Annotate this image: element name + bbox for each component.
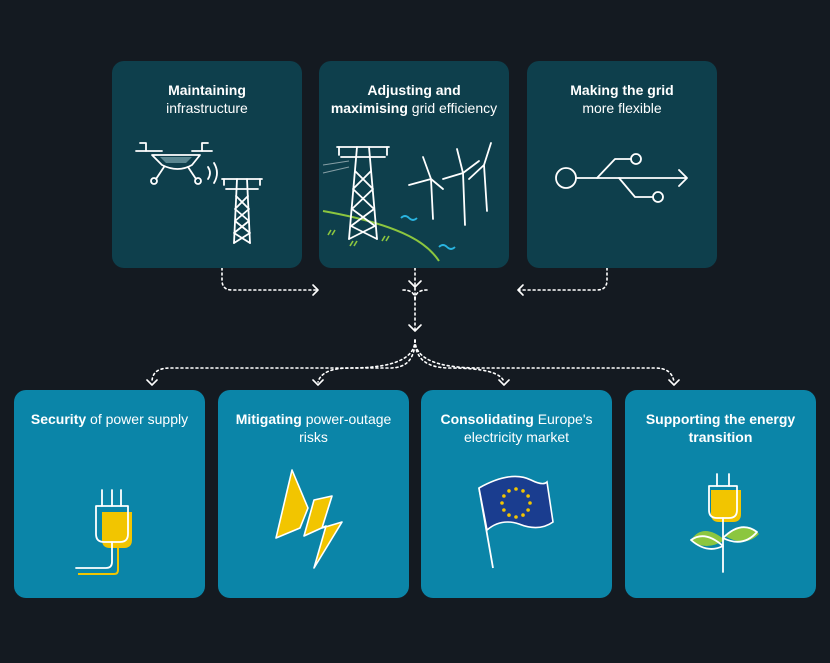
card-maintaining-infrastructure: Maintaining infrastructure — [112, 61, 302, 268]
eu-star — [502, 508, 506, 512]
card-title-rest: Europe's electricity market — [463, 411, 593, 445]
eu-star — [502, 494, 506, 498]
card-making-grid-flexible: Making the grid more flexible — [527, 61, 717, 268]
eu-flag-icon — [478, 475, 554, 569]
card-title-bold: Security — [30, 411, 87, 427]
eu-star — [521, 513, 525, 517]
eu-star — [528, 501, 532, 505]
card-title-bold: Maintaining — [168, 82, 246, 98]
lightning-bolt-icon — [275, 469, 343, 569]
eu-star — [507, 489, 511, 493]
card-title-rest: power-outage risks — [299, 411, 392, 445]
card-title-bold: Making the grid — [570, 82, 674, 98]
card-title-bold: Adjusting and maximising — [330, 82, 461, 116]
card-security-power-supply: Security of power supply — [14, 390, 205, 598]
drone-pylon-icon — [135, 142, 263, 244]
card-supporting-energy-transition: Supporting the energy transition — [625, 390, 816, 598]
card-title-rest: more flexible — [582, 100, 662, 116]
eu-star — [526, 508, 530, 512]
eu-star — [500, 501, 504, 505]
card-title-bold: Mitigating — [235, 411, 302, 427]
card-mitigating-outage-risks: Mitigating power-outage risks — [218, 390, 409, 598]
eu-star — [521, 489, 525, 493]
eu-star — [514, 487, 518, 491]
pylon-wind-turbines-icon — [322, 142, 492, 262]
card-adjusting-grid-efficiency: Adjusting and maximising grid efficiency — [319, 61, 509, 268]
card-consolidating-market: Consolidating Europe's electricity marke… — [421, 390, 612, 598]
plug-plant-icon — [690, 473, 759, 573]
card-title-bold: Supporting the energy transition — [645, 411, 796, 445]
card-title-bold: Consolidating — [440, 411, 534, 427]
eu-star — [526, 494, 530, 498]
eu-star — [507, 513, 511, 517]
card-title-rest: of power supply — [90, 411, 189, 427]
power-plug-icon — [75, 489, 132, 575]
card-title-rest: infrastructure — [166, 100, 248, 116]
card-title-rest: grid efficiency — [411, 100, 498, 116]
eu-star — [514, 515, 518, 519]
usb-symbol-icon — [555, 153, 688, 203]
